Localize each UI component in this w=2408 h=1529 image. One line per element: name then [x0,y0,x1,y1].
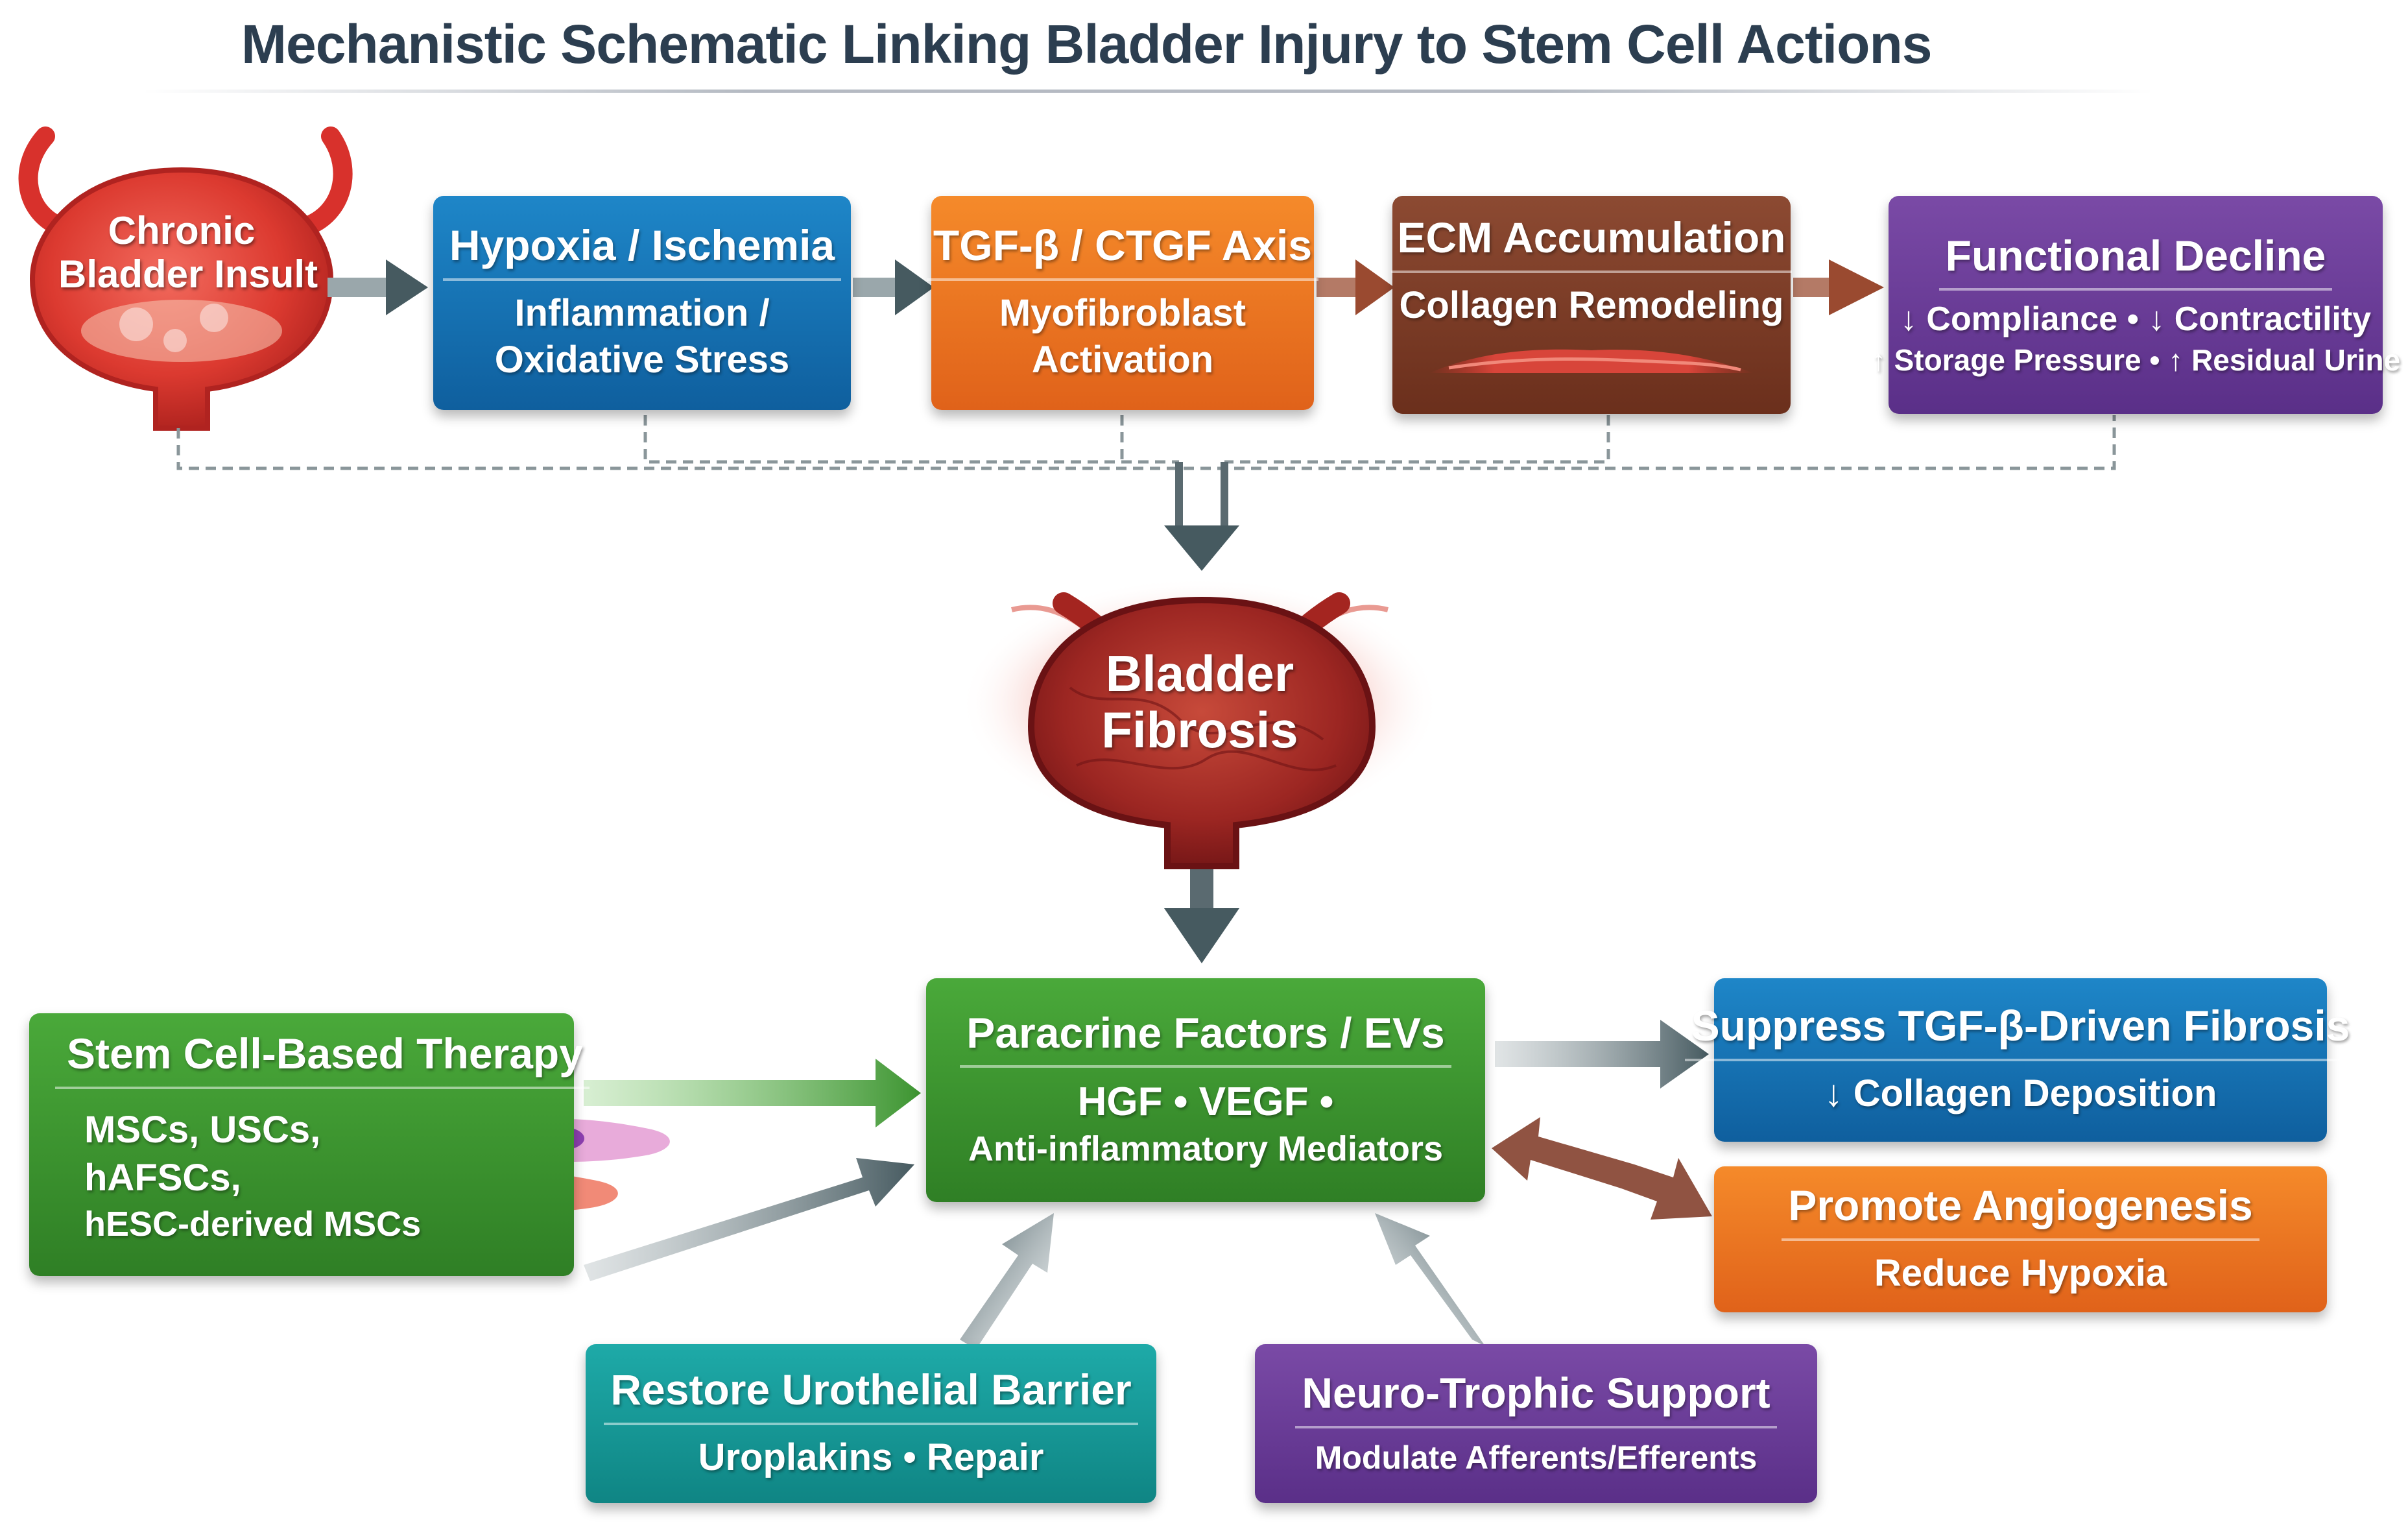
fibrosis-line2: Fibrosis [1101,701,1298,759]
up-arrow-icon: ↑ [1870,343,1886,378]
arrow-to-fibrosis [1164,462,1239,571]
fibrosis-line1: Bladder [1105,645,1294,702]
bladder-fibrosis-label: Bladder Fibrosis [1064,645,1336,759]
suppress-line1: ↓ Collagen Deposition [1824,1072,2217,1115]
barrier-line1: Uroplakins • Repair [698,1436,1044,1478]
title-underline [143,90,2153,93]
neuro-head: Neuro-Trophic Support [1295,1369,1777,1428]
arrow-fibrosis-to-paracrine [1164,869,1239,963]
insult-line1: Chronic [108,209,256,252]
stem-cell-therapy-box: Stem Cell-Based Therapy [29,1013,590,1276]
bladder-fibrosis-illustration [960,577,1440,869]
contractility-label: Contractility [2174,300,2372,339]
residual-urine-label: Residual Urine [2191,343,2401,378]
storage-pressure-label: Storage Pressure [1894,343,2141,378]
angio-line1: Reduce Hypoxia [1874,1251,2167,1294]
tgf-line2: Activation [1031,339,1214,381]
functional-decline-box: Functional Decline ↓ Compliance • ↓ Cont… [1871,196,2400,414]
down-arrow-icon: ↓ [2148,300,2165,339]
arrow-hypoxia-to-tgf [853,259,934,315]
therapy-head: Stem Cell-Based Therapy [55,1030,590,1089]
decline-head: Functional Decline [1938,232,2333,291]
tgf-ctgf-axis-box: TGF-β / CTGF Axis Myofibroblast Activati… [926,196,1319,410]
convergence-bracket [176,415,2116,470]
separator-dot: • [2127,300,2139,339]
angio-head: Promote Angiogenesis [1782,1182,2259,1241]
arrow-ecm-to-decline [1793,259,1884,315]
diagram-title: Mechanistic Schematic Linking Bladder In… [241,14,1932,75]
chronic-bladder-illustration [18,126,353,431]
tgf-line1: Myofibroblast [999,291,1246,334]
arrow-paracrine-to-suppress [1495,1020,1709,1089]
paracrine-line2: Anti-inflammatory Mediators [968,1129,1444,1168]
hypoxia-head: Hypoxia / Ischemia [442,222,842,281]
arrow-therapy-lower-to-paracrine [584,1158,914,1281]
ecm-line1: Collagen Remodeling [1399,283,1784,326]
arrow-insult-to-hypoxia [328,259,428,315]
insult-line2: Bladder Insult [58,252,318,296]
up-arrow-icon: ↑ [2168,343,2184,378]
arrow-tgf-to-ecm [1317,259,1394,315]
hypoxia-line1: Inflammation / [514,291,770,334]
neuro-trophic-support-box: Neuro-Trophic Support Modulate Afferents… [1255,1344,1817,1503]
therapy-cell-line1: MSCs, USCs, [84,1109,321,1151]
therapy-cell-line2: hAFSCs, [84,1157,241,1199]
paracrine-head: Paracrine Factors / EVs [960,1009,1451,1068]
ecm-accumulation-box: ECM Accumulation Collagen Remodeling [1390,196,1793,414]
down-arrow-icon: ↓ [1900,300,1917,339]
right-ureter [295,126,353,237]
top-row-arrows [328,259,1884,315]
bladder-body [29,167,334,431]
suppress-fibrosis-box: Suppress TGF-β-Driven Fibrosis ↓ Collage… [1684,978,2357,1142]
paracrine-line1: HGF • VEGF • [1077,1079,1334,1125]
decline-line2: ↑ Storage Pressure • ↑ Residual Urine [1871,343,2400,378]
barrier-head: Restore Urothelial Barrier [604,1366,1138,1425]
hypoxia-ischemia-box: Hypoxia / Ischemia Inflammation / Oxidat… [433,196,851,410]
collagen-tissue-illustration [1429,349,1754,374]
arrow-therapy-to-paracrine [584,1059,921,1127]
decline-line1: ↓ Compliance • ↓ Contractility [1900,300,2371,339]
hypoxia-line2: Oxidative Stress [494,339,790,381]
chronic-bladder-insult-label: Chronic Bladder Insult [58,209,318,296]
therapy-cell-types: MSCs, USCs, hAFSCs, hESC-derived MSCs [84,1106,421,1247]
paracrine-factors-box: Paracrine Factors / EVs HGF • VEGF • Ant… [926,978,1485,1202]
compliance-label: Compliance [1926,300,2118,339]
ecm-head: ECM Accumulation [1390,214,1793,273]
left-ureter [18,126,71,237]
separator-dot: • [2149,343,2160,378]
neuro-line1: Modulate Afferents/Efferents [1315,1439,1758,1476]
arrow-barrier-to-paracrine [960,1213,1054,1349]
arrow-neuro-to-paracrine [1375,1213,1485,1346]
promote-angiogenesis-box: Promote Angiogenesis Reduce Hypoxia [1714,1166,2327,1312]
tgf-head: TGF-β / CTGF Axis [926,222,1319,281]
therapy-cell-line3: hESC-derived MSCs [84,1205,422,1244]
arrow-angio-bidirectional [1492,1117,1712,1220]
restore-urothelial-barrier-box: Restore Urothelial Barrier Uroplakins • … [586,1344,1156,1503]
suppress-head: Suppress TGF-β-Driven Fibrosis [1684,1002,2357,1062]
